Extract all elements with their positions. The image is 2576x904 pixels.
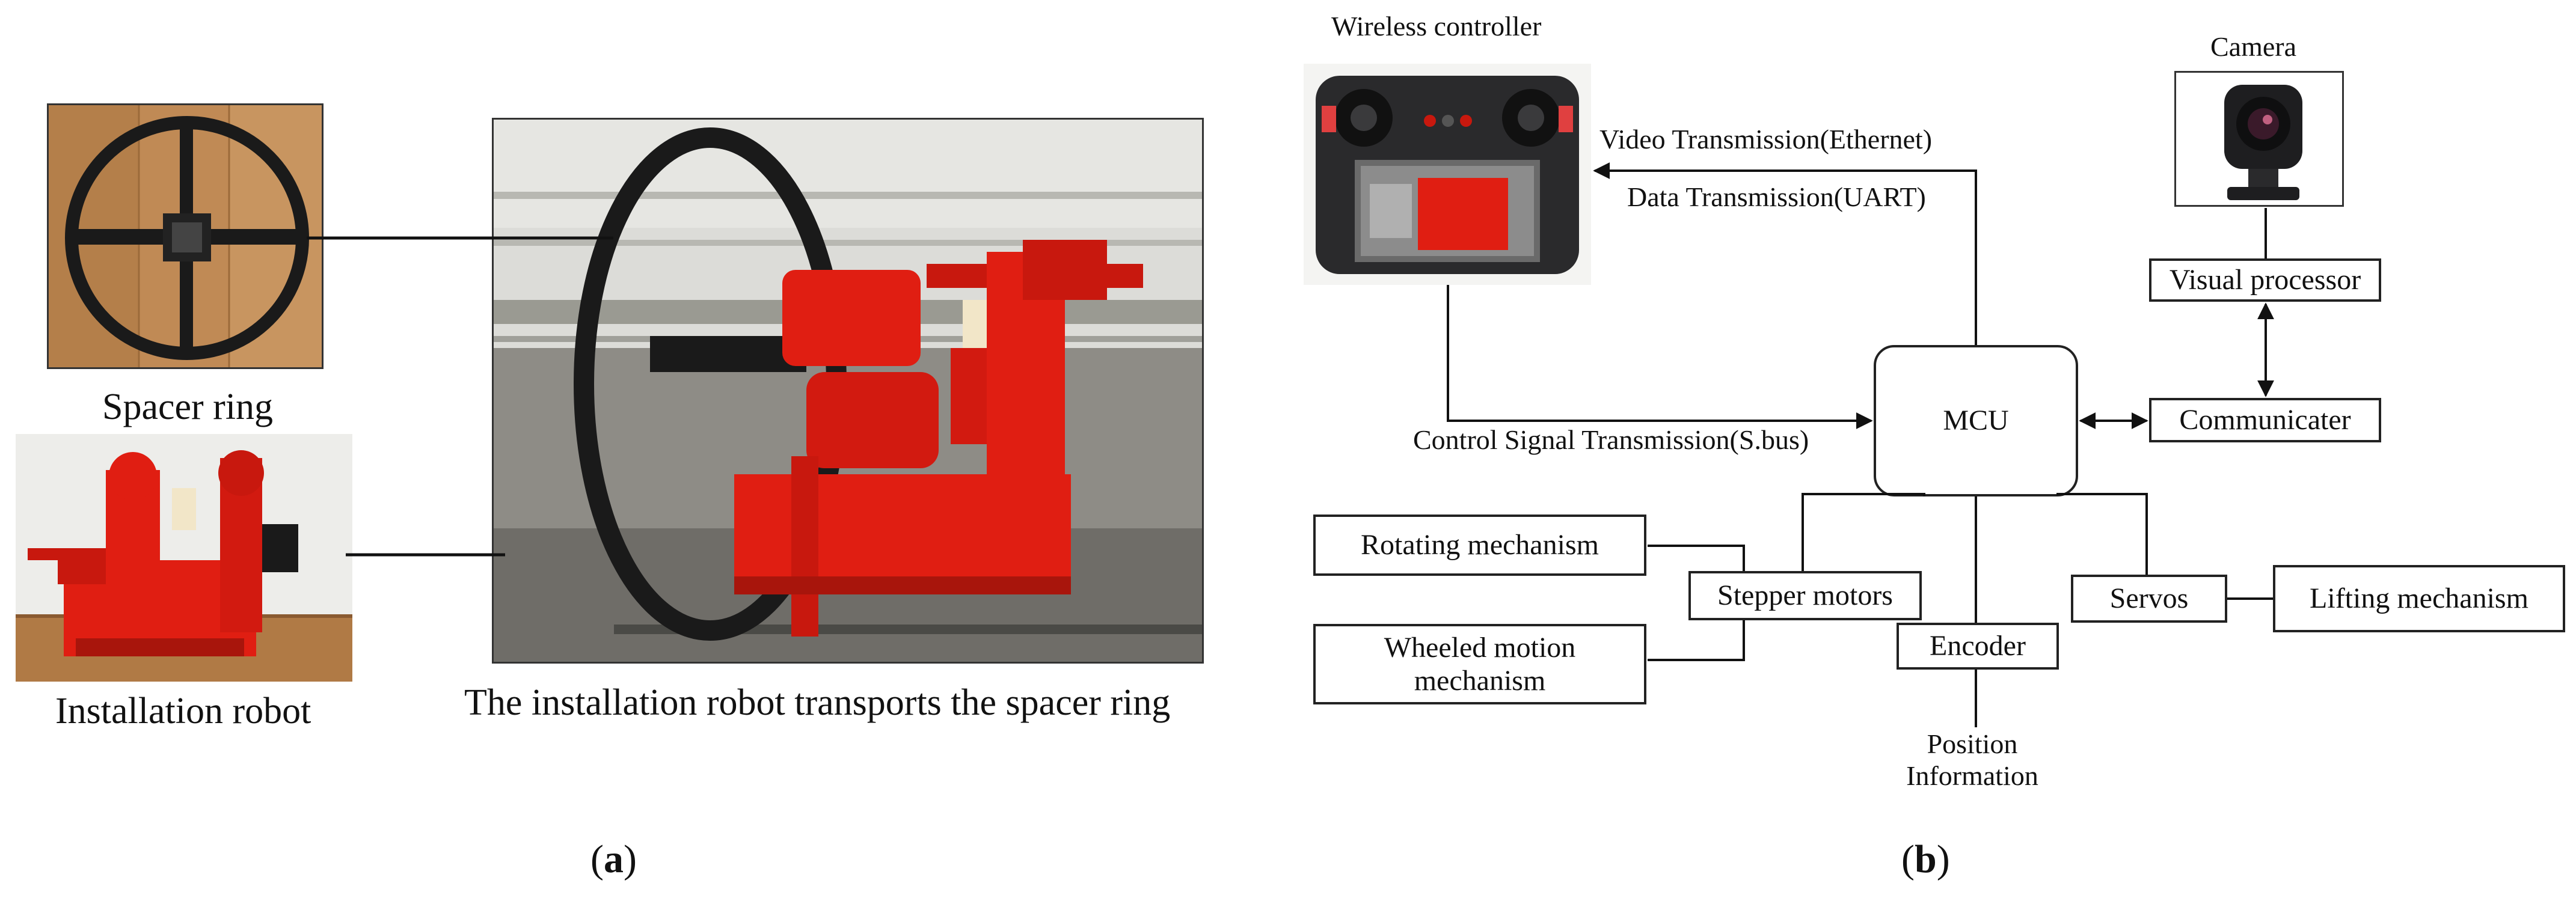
spacer-ring-label: Spacer ring <box>102 386 274 427</box>
lifting-mechanism-box: Lifting mechanism <box>2273 565 2565 632</box>
control-signal-label: Control Signal Transmission(S.bus) <box>1413 424 1809 455</box>
position-information-label: Position Information <box>1900 728 2044 792</box>
mcu-to-controller-wire <box>1593 162 1977 345</box>
spacer-ring-photo <box>47 103 324 369</box>
data-transmission-label: Data Transmission(UART) <box>1627 182 1926 212</box>
wheeled-line-1: Wheeled motion <box>1384 631 1576 664</box>
rotating-mechanism-box: Rotating mechanism <box>1313 515 1646 576</box>
visual-processor-box: Visual processor <box>2149 258 2381 302</box>
encoder-box: Encoder <box>1897 623 2059 670</box>
stepper-rotating-wire <box>1648 545 1745 571</box>
installation-robot-photo <box>16 434 352 682</box>
robot-transports-ring-photo <box>492 118 1204 664</box>
position-line-1: Position <box>1927 728 2018 759</box>
servos-box: Servos <box>2071 575 2227 623</box>
wireless-controller-photo <box>1304 64 1591 285</box>
controller-to-mcu-wire <box>1447 285 1873 429</box>
position-line-2: Information <box>1906 760 2038 791</box>
mcu-stepper-wire <box>1802 493 1925 571</box>
mcu-servos-wire <box>2056 493 2148 575</box>
camera-photo <box>2174 71 2344 207</box>
communicater-box: Communicater <box>2149 398 2381 442</box>
stepper-motors-box: Stepper motors <box>1688 571 1922 620</box>
camera-label: Camera <box>2210 31 2297 62</box>
stepper-wheeled-wire <box>1648 620 1745 661</box>
video-transmission-label: Video Transmission(Ethernet) <box>1599 124 1933 154</box>
wireless-controller-label: Wireless controller <box>1331 11 1542 41</box>
mcu-box: MCU <box>1874 345 2078 496</box>
wheeled-motion-mechanism-box: Wheeled motion mechanism <box>1313 624 1646 704</box>
panel-a-caption: (a) <box>590 837 637 881</box>
installation-robot-label: Installation robot <box>55 691 311 731</box>
panel-b-caption: (b) <box>1901 837 1950 881</box>
wheeled-line-2: mechanism <box>1414 665 1546 697</box>
transport-caption: The installation robot transports the sp… <box>464 682 1171 723</box>
